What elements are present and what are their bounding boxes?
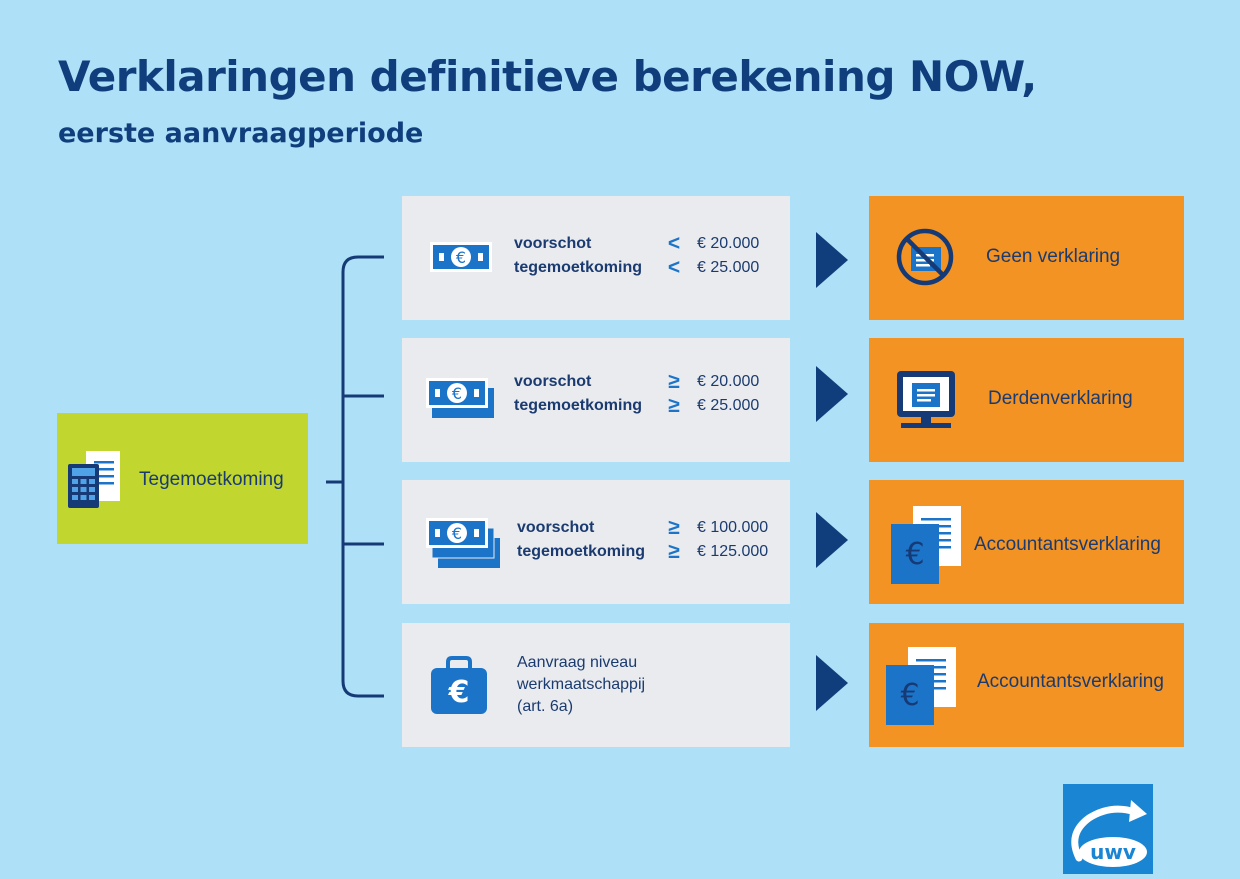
comparator-voorschot: ≥ xyxy=(668,516,680,539)
page-title: Verklaringen definitieve berekening NOW, xyxy=(58,52,1037,101)
svg-text:€: € xyxy=(448,675,470,710)
label-voorschot: voorschot xyxy=(514,373,592,390)
branch-connector xyxy=(326,255,384,698)
euro-briefcase-icon: € xyxy=(431,656,487,714)
svg-text:€: € xyxy=(456,248,466,267)
source-box-tegemoetkoming: Tegemoetkoming xyxy=(57,413,308,544)
svg-text:€: € xyxy=(452,384,462,403)
note-line-3: (art. 6a) xyxy=(517,698,574,715)
comparator-voorschot: ≥ xyxy=(668,370,680,393)
result-label: Accountantsverklaring xyxy=(977,671,1164,692)
banknote-icon: € xyxy=(430,242,492,272)
uwv-logo-icon: uwv xyxy=(1071,800,1147,867)
label-tegemoetkoming: tegemoetkoming xyxy=(517,543,646,560)
banknotes-icon: € xyxy=(426,378,494,418)
uwv-logo: uwv xyxy=(1063,784,1153,874)
label-tegemoetkoming: tegemoetkoming xyxy=(514,259,643,276)
comparator-voorschot: < xyxy=(667,232,681,255)
svg-text:€: € xyxy=(905,537,924,572)
amount-tegemoetkoming: € 125.000 xyxy=(697,543,769,560)
amount-tegemoetkoming: € 25.000 xyxy=(697,259,760,276)
result-box-1: Geen verklaring xyxy=(869,196,1184,320)
uwv-logo-text: uwv xyxy=(1090,840,1136,864)
amount-tegemoetkoming: € 25.000 xyxy=(697,397,760,414)
label-voorschot: voorschot xyxy=(517,519,595,536)
no-document-icon xyxy=(896,228,954,286)
comparator-tegemoetkoming: < xyxy=(667,256,681,279)
page-subtitle: eerste aanvraagperiode xyxy=(58,118,424,149)
monitor-icon xyxy=(897,371,955,428)
result-label: Derdenverklaring xyxy=(988,388,1133,409)
comparator-tegemoetkoming: ≥ xyxy=(668,394,680,417)
result-label: Geen verklaring xyxy=(986,246,1121,267)
condition-row-4: € Aanvraag niveau werkmaatschappij (art.… xyxy=(402,623,790,747)
note-line-1: Aanvraag niveau xyxy=(517,654,638,671)
result-box-3: € Accountantsverklaring xyxy=(869,480,1184,604)
euro-document-icon: € xyxy=(886,647,956,725)
label-tegemoetkoming: tegemoetkoming xyxy=(514,397,643,414)
svg-text:€: € xyxy=(900,678,919,713)
calculator-document-icon xyxy=(68,451,120,508)
condition-row-2: € voorschot tegemoetkoming ≥ ≥ € 20.000 … xyxy=(402,338,790,462)
euro-document-icon: € xyxy=(891,506,961,584)
arrow-right-icon xyxy=(816,655,848,711)
comparator-tegemoetkoming: ≥ xyxy=(668,540,680,563)
label-voorschot: voorschot xyxy=(514,235,592,252)
svg-text:€: € xyxy=(452,524,462,543)
result-box-4: € Accountantsverklaring xyxy=(869,623,1184,747)
note-line-2: werkmaatschappij xyxy=(517,676,646,693)
amount-voorschot: € 100.000 xyxy=(697,519,769,536)
result-box-2: Derdenverklaring xyxy=(869,338,1184,462)
amount-voorschot: € 20.000 xyxy=(697,235,760,252)
arrow-right-icon xyxy=(816,232,848,288)
banknote-stack-icon: € xyxy=(426,518,500,568)
arrow-right-icon xyxy=(816,366,848,422)
source-label: Tegemoetkoming xyxy=(139,469,284,490)
arrow-right-icon xyxy=(816,512,848,568)
condition-row-3: € voorschot tegemoetkoming ≥ ≥ € 100.000… xyxy=(402,480,790,604)
condition-row-1: € voorschot tegemoetkoming < < € 20.000 … xyxy=(402,196,790,320)
result-label: Accountantsverklaring xyxy=(974,534,1161,555)
amount-voorschot: € 20.000 xyxy=(697,373,760,390)
